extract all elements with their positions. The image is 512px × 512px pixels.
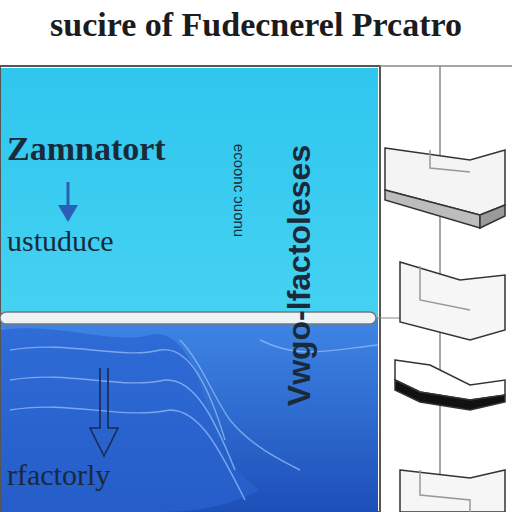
outline-arrow: [90, 368, 118, 456]
vertical-label: Vwgo-lfactoleses: [282, 144, 319, 405]
top-rule: [380, 65, 512, 67]
cyan-panel: [1, 68, 378, 318]
panel-text: Zamnatort: [7, 130, 166, 168]
down-arrow-head: [58, 205, 78, 222]
panel-frame: [0, 66, 380, 512]
machine-sketches: [385, 148, 505, 512]
cyan-panel-box: Zamnatort ustuduce: [1, 68, 378, 312]
horizontal-tube: [0, 312, 376, 324]
diagram-title: sucire of Fudecnerel Prcatro: [50, 6, 462, 44]
panel-text: rfactorly: [7, 458, 110, 492]
wave-fold: [1, 328, 260, 512]
wave-region: [1, 318, 378, 512]
wave-region-box: rfactorly: [1, 324, 378, 512]
down-arrow: [67, 182, 70, 208]
vertical-label: ecoonc ɔuonu: [232, 143, 249, 236]
panel-text: ustuduce: [7, 224, 114, 258]
